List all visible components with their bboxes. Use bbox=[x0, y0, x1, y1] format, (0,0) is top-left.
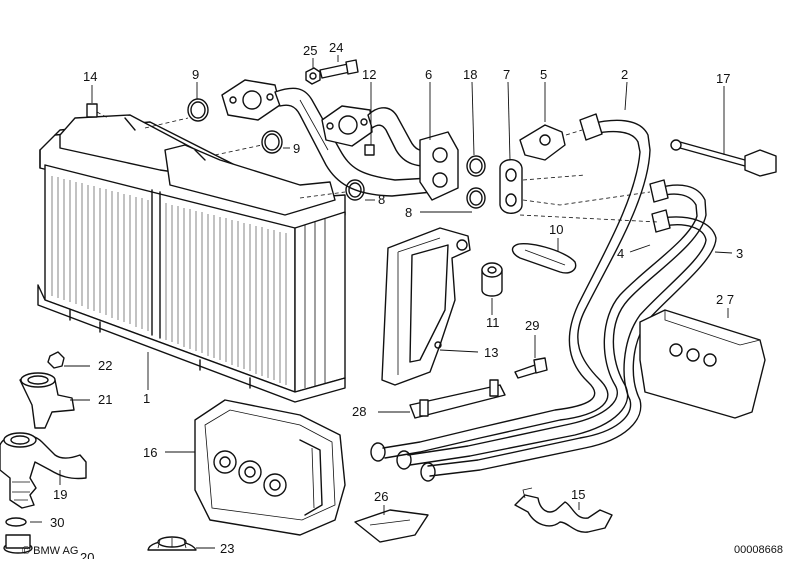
nut-25 bbox=[305, 67, 321, 85]
callout-16: 16 bbox=[143, 445, 157, 460]
o-ring-9-lower bbox=[261, 130, 283, 154]
clip-22 bbox=[47, 351, 65, 369]
callout-19: 19 bbox=[53, 487, 67, 502]
callout-23: 23 bbox=[220, 541, 234, 556]
o-ring-18 bbox=[466, 155, 486, 177]
heater-core-fins-right bbox=[165, 203, 287, 385]
callout-20: 20 bbox=[80, 550, 94, 559]
callout-8-right: 8 bbox=[405, 205, 412, 220]
heater-core-fins-left bbox=[51, 176, 149, 331]
callout-4: 4 bbox=[617, 246, 624, 261]
callout-8-left: 8 bbox=[378, 192, 385, 207]
callout-14: 14 bbox=[83, 69, 97, 84]
o-ring-8-right bbox=[466, 187, 486, 209]
callout-28: 28 bbox=[352, 404, 366, 419]
callout-7: 7 bbox=[503, 67, 510, 82]
callout-29: 29 bbox=[525, 318, 539, 333]
callout-24: 24 bbox=[329, 40, 343, 55]
leader-lines bbox=[30, 55, 733, 549]
reference-code: 00008668 bbox=[734, 544, 783, 556]
pipe-flange-12 bbox=[221, 79, 433, 197]
callout-26: 26 bbox=[374, 489, 388, 504]
gasket-7 bbox=[499, 159, 523, 214]
callout-9-upper: 9 bbox=[192, 67, 199, 82]
callout-5: 5 bbox=[540, 67, 547, 82]
callout-17: 17 bbox=[716, 71, 730, 86]
callout-2: 2 bbox=[621, 67, 628, 82]
callout-22: 22 bbox=[98, 358, 112, 373]
drain-valve-19 bbox=[0, 432, 87, 509]
callout-30: 30 bbox=[50, 515, 64, 530]
clip-12-small bbox=[364, 144, 375, 156]
callout-1: 1 bbox=[143, 391, 150, 406]
callout-18: 18 bbox=[463, 67, 477, 82]
bolt-24 bbox=[319, 59, 359, 79]
sensor-cable-17 bbox=[670, 139, 777, 177]
coolant-pipe-4 bbox=[396, 179, 707, 470]
pipe-flange-6 bbox=[321, 105, 459, 201]
bolt-29 bbox=[514, 357, 548, 379]
o-ring-8-left bbox=[345, 179, 365, 201]
bracket-26 bbox=[354, 509, 429, 543]
callout-10: 10 bbox=[549, 222, 563, 237]
callout-12: 12 bbox=[362, 67, 376, 82]
callout-21: 21 bbox=[98, 392, 112, 407]
cap-23 bbox=[147, 536, 197, 551]
heater-core bbox=[37, 114, 346, 403]
clip-14 bbox=[86, 103, 109, 119]
holder-28 bbox=[409, 379, 506, 419]
hose-clamp-15 bbox=[514, 487, 613, 533]
callout-11: 11 bbox=[486, 315, 500, 330]
connector-21 bbox=[19, 372, 75, 429]
o-ring-9-upper bbox=[187, 98, 209, 122]
callout-15: 15 bbox=[571, 487, 585, 502]
grommet-10 bbox=[511, 243, 577, 274]
coolant-pipe-2 bbox=[370, 113, 651, 462]
callout-3: 3 bbox=[736, 246, 743, 261]
callout-6: 6 bbox=[425, 67, 432, 82]
valve-block-16 bbox=[194, 399, 346, 536]
bushing-11 bbox=[481, 262, 503, 297]
copyright-text: © BMW AG bbox=[22, 545, 78, 557]
alignment-lines bbox=[144, 117, 659, 223]
callout-labels: 1 2 3 4 5 6 7 8 8 9 9 10 11 12 13 14 15 … bbox=[50, 40, 743, 564]
callout-9-lower: 9 bbox=[293, 141, 300, 156]
seal-30 bbox=[3, 517, 33, 554]
cover-27 bbox=[639, 309, 766, 419]
bracket-13 bbox=[381, 227, 471, 386]
callout-25: 25 bbox=[303, 43, 317, 58]
callout-27: 2 7 bbox=[716, 292, 734, 307]
callout-13: 13 bbox=[484, 345, 498, 360]
clip-5 bbox=[519, 124, 566, 161]
